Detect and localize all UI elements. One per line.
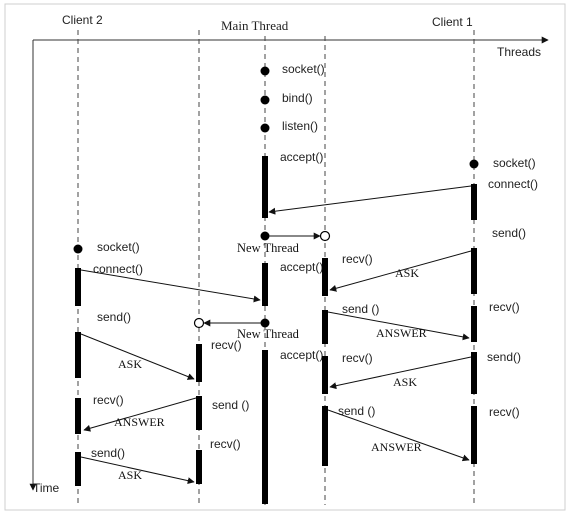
main-socket-dot [260, 66, 270, 76]
t2-answer-1-arrow [83, 397, 197, 432]
client2-header: Client 2 [62, 13, 103, 27]
c1-send-2-label: send() [487, 350, 521, 364]
t1-send-1-label: send () [342, 302, 379, 316]
c2-send-1-bar [75, 332, 81, 378]
c1-connect-label: connect() [488, 177, 538, 191]
t1-send-1-bar [322, 310, 328, 344]
t1-send-2-bar [322, 406, 328, 466]
t2-recv-1-bar [196, 344, 202, 382]
main-listen-dot [260, 123, 270, 133]
t2-send-1-label: send () [212, 398, 249, 412]
c2-send-2-label: send() [91, 446, 125, 460]
main-thread-header: Main Thread [221, 18, 289, 33]
outer-border [4, 3, 566, 511]
c2-ask-2-label: ASK [118, 468, 142, 482]
c2-send-1-label: send() [97, 310, 131, 324]
c1-ask-1-label: ASK [395, 266, 419, 280]
c1-send-1-bar [471, 248, 477, 294]
main-accept-label: accept() [280, 150, 323, 164]
new-thread-2-dot [260, 318, 270, 328]
c2-recv-1-bar [75, 398, 81, 434]
t2-recv-2-bar [196, 450, 202, 484]
t1-recv-1-bar [322, 258, 328, 296]
t1-accept-2-label: accept() [280, 348, 323, 362]
t1-recv-2-bar [322, 356, 328, 394]
main-accept-bar-2 [262, 263, 268, 306]
thread-1-start-circle [319, 230, 331, 242]
main-bind-dot [260, 95, 270, 105]
c1-ask-2-label: ASK [393, 375, 417, 389]
c1-connect-arrow [268, 185, 472, 215]
threads-axis-label: Threads [497, 45, 541, 59]
new-thread-2-label: New Thread [237, 327, 300, 341]
main-listen-label: listen() [282, 119, 318, 133]
c1-connect-bar [471, 184, 477, 220]
new-thread-1-dot [260, 231, 270, 241]
client1-header: Client 1 [432, 15, 473, 29]
c1-recv-2-label: recv() [489, 405, 520, 419]
t1-send-2-label: send () [338, 404, 375, 418]
t2-recv-1-label: recv() [211, 338, 242, 352]
c1-recv-1-label: recv() [489, 300, 520, 314]
main-socket-label: socket() [282, 62, 325, 76]
main-bind-label: bind() [282, 91, 313, 105]
c1-socket-dot [469, 159, 479, 169]
t2-answer-1-label: ANSWER [114, 415, 165, 429]
t1-recv-2-label: recv() [342, 351, 373, 365]
c2-recv-1-label: recv() [93, 393, 124, 407]
thread-2-start-circle [193, 317, 205, 329]
c2-ask-2-arrow [80, 456, 195, 485]
time-axis-label: Time [33, 481, 60, 495]
c2-connect-arrow [80, 269, 261, 303]
c1-send-2-bar [471, 352, 477, 394]
c2-connect-label: connect() [93, 262, 143, 276]
t1-answer-2-label: ANSWER [371, 440, 422, 454]
c2-ask-1-arrow [80, 333, 195, 380]
c2-socket-dot [73, 244, 83, 254]
t1-accept-label: accept() [280, 260, 323, 274]
t2-recv-2-label: recv() [210, 437, 241, 451]
t2-send-1-bar [196, 396, 202, 430]
t1-answer-2-arrow [327, 409, 470, 462]
c1-socket-label: socket() [493, 156, 536, 170]
c1-recv-2-bar [471, 406, 477, 464]
main-accept-bar-1 [262, 156, 268, 218]
c1-ask-2-arrow [329, 356, 472, 390]
main-accept-bar-3 [262, 350, 268, 504]
t1-answer-1-label: ANSWER [376, 326, 427, 340]
c2-connect-bar [75, 268, 81, 306]
new-thread-1-label: New Thread [237, 241, 300, 255]
c2-send-2-bar [75, 452, 81, 486]
t1-recv-1-label: recv() [342, 252, 373, 266]
c2-ask-1-label: ASK [118, 357, 142, 371]
c1-send-1-label: send() [492, 226, 526, 240]
c1-recv-1-bar [471, 306, 477, 342]
t1-answer-1-arrow [327, 311, 470, 341]
c2-socket-label: socket() [97, 240, 140, 254]
c1-ask-1-arrow [329, 250, 472, 292]
